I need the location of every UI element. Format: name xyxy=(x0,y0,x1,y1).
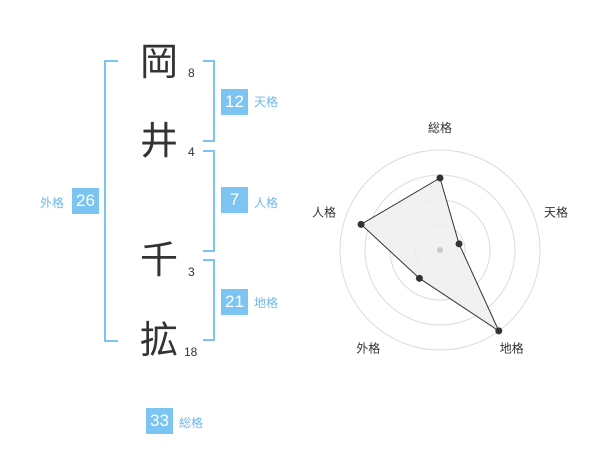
chikaku-value: 21 xyxy=(221,289,248,315)
name-char-1: 岡 xyxy=(140,40,179,84)
tenkaku-label: 天格 xyxy=(254,95,279,109)
stroke-count-3: 3 xyxy=(188,265,195,279)
name-char-2: 井 xyxy=(140,119,179,163)
radar-polygon xyxy=(360,177,500,333)
radar-point-1 xyxy=(436,174,444,182)
stroke-count-4: 18 xyxy=(184,345,198,359)
radar-point-4 xyxy=(415,274,423,282)
radar-axis-label-5: 人格 xyxy=(312,204,336,219)
gaikaku-bracket xyxy=(104,60,118,342)
stroke-count-2: 4 xyxy=(188,145,195,159)
chikaku-label: 地格 xyxy=(254,296,279,310)
name-char-3: 千 xyxy=(140,238,179,282)
radar-point-2 xyxy=(455,240,463,248)
gaikaku-value: 26 xyxy=(72,188,99,214)
tenkaku-bracket xyxy=(203,60,215,142)
jinkaku-bracket xyxy=(203,150,215,252)
jinkaku-label: 人格 xyxy=(254,196,279,210)
tenkaku-value: 12 xyxy=(221,89,248,115)
chikaku-bracket xyxy=(203,259,215,341)
radar-axis-label-4: 外格 xyxy=(356,341,380,356)
radar-point-5 xyxy=(357,220,365,228)
gaikaku-label: 外格 xyxy=(40,196,65,210)
radar-center-dot xyxy=(437,247,443,253)
radar-axis-label-1: 総格 xyxy=(428,120,452,135)
radar-axis-label-2: 天格 xyxy=(544,204,568,219)
radar-ring-4 xyxy=(339,149,541,351)
radar-point-3 xyxy=(495,327,503,335)
soukaku-value: 33 xyxy=(146,408,173,434)
stroke-count-1: 8 xyxy=(188,66,195,80)
radar-axis-label-3: 地格 xyxy=(500,341,524,356)
name-char-4: 拡 xyxy=(140,318,179,362)
jinkaku-value: 7 xyxy=(221,187,248,213)
soukaku-label: 総格 xyxy=(179,416,204,430)
